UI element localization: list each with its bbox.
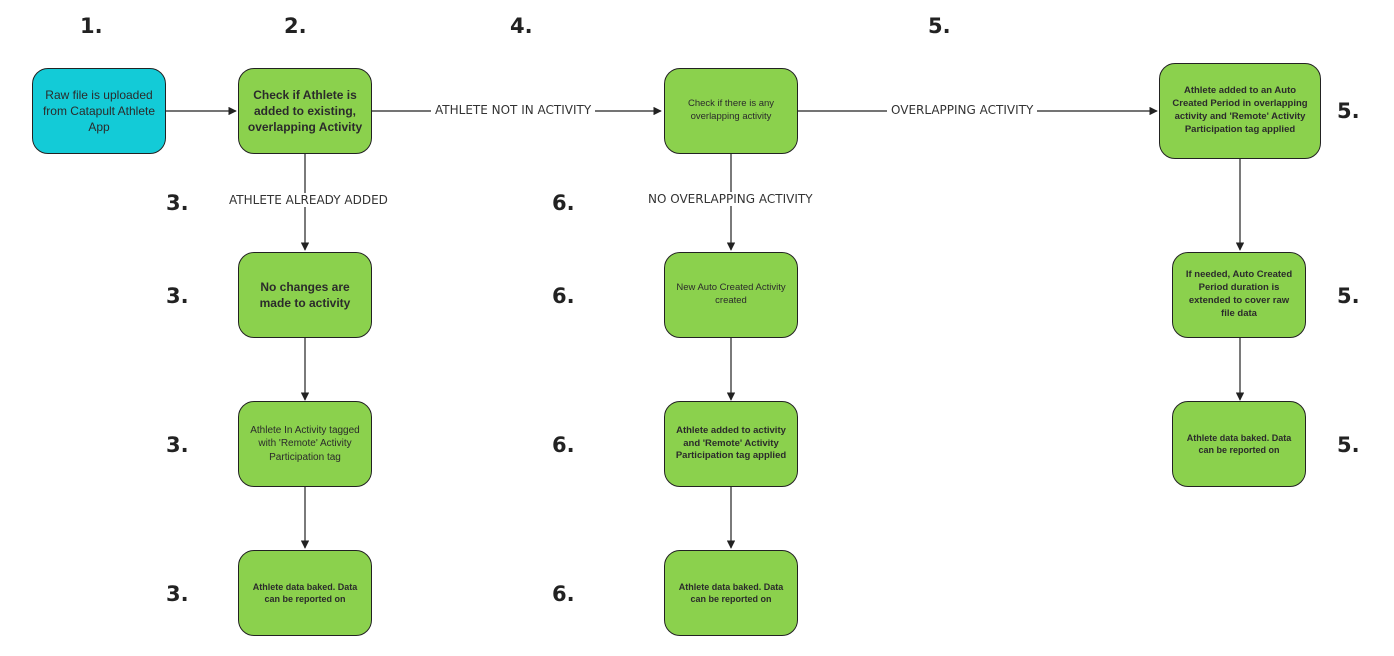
step-number-5: 5. (1337, 284, 1360, 308)
step-number-2: 2. (284, 14, 307, 38)
step-number-3: 3. (166, 191, 189, 215)
node-text: Check if Athlete is added to existing, o… (247, 87, 363, 135)
step-number-6: 6. (552, 582, 575, 606)
node-text: Athlete In Activity tagged with 'Remote'… (250, 424, 360, 463)
node-text: New Auto Created Activity created (676, 282, 786, 306)
step-number-1: 1. (80, 14, 103, 38)
node-text: Athlete data baked. Data can be reported… (252, 581, 358, 604)
step-number-3: 3. (166, 433, 189, 457)
node-check-overlapping: Check if there is any overlapping activi… (664, 68, 798, 154)
edge-label-athlete-not-in-activity: ATHLETE NOT IN ACTIVITY (431, 103, 596, 117)
node-text: No changes are made to activity (259, 279, 351, 310)
step-number-5-top: 5. (928, 14, 951, 38)
node-no-changes: No changes are made to activity (238, 252, 372, 338)
step-number-5: 5. (1337, 99, 1360, 123)
step-number-3: 3. (166, 582, 189, 606)
node-athlete-added-to-activity: Athlete added to activity and 'Remote' A… (664, 401, 798, 487)
edge-label-athlete-already-added: ATHLETE ALREADY ADDED (225, 193, 392, 207)
edge-label-no-overlapping-activity: NO OVERLAPPING ACTIVITY (644, 192, 817, 206)
step-number-3: 3. (166, 284, 189, 308)
node-added-to-auto-period: Athlete added to an Auto Created Period … (1159, 63, 1321, 159)
step-number-4: 4. (510, 14, 533, 38)
node-check-athlete-added: Check if Athlete is added to existing, o… (238, 68, 372, 154)
node-new-auto-activity: New Auto Created Activity created (664, 252, 798, 338)
step-number-6: 6. (552, 284, 575, 308)
node-text: Athlete data baked. Data can be reported… (678, 581, 784, 604)
node-text: If needed, Auto Created Period duration … (1185, 269, 1293, 319)
node-tagged-remote: Athlete In Activity tagged with 'Remote'… (238, 401, 372, 487)
node-text: Check if there is any overlapping activi… (687, 98, 775, 122)
step-number-6: 6. (552, 191, 575, 215)
node-extend-auto-period: If needed, Auto Created Period duration … (1172, 252, 1306, 338)
node-text: Athlete data baked. Data can be reported… (1186, 432, 1292, 455)
node-athlete-data-baked-left: Athlete data baked. Data can be reported… (238, 550, 372, 636)
step-number-5: 5. (1337, 433, 1360, 457)
edge-label-overlapping-activity: OVERLAPPING ACTIVITY (887, 103, 1038, 117)
node-athlete-data-baked-right: Athlete data baked. Data can be reported… (1172, 401, 1306, 487)
step-number-6: 6. (552, 433, 575, 457)
node-athlete-data-baked-mid: Athlete data baked. Data can be reported… (664, 550, 798, 636)
node-text: Athlete added to an Auto Created Period … (1172, 85, 1308, 135)
node-text: Athlete added to activity and 'Remote' A… (675, 424, 787, 462)
node-raw-file-upload: Raw file is uploaded from Catapult Athle… (32, 68, 166, 154)
node-text: Raw file is uploaded from Catapult Athle… (42, 87, 156, 135)
